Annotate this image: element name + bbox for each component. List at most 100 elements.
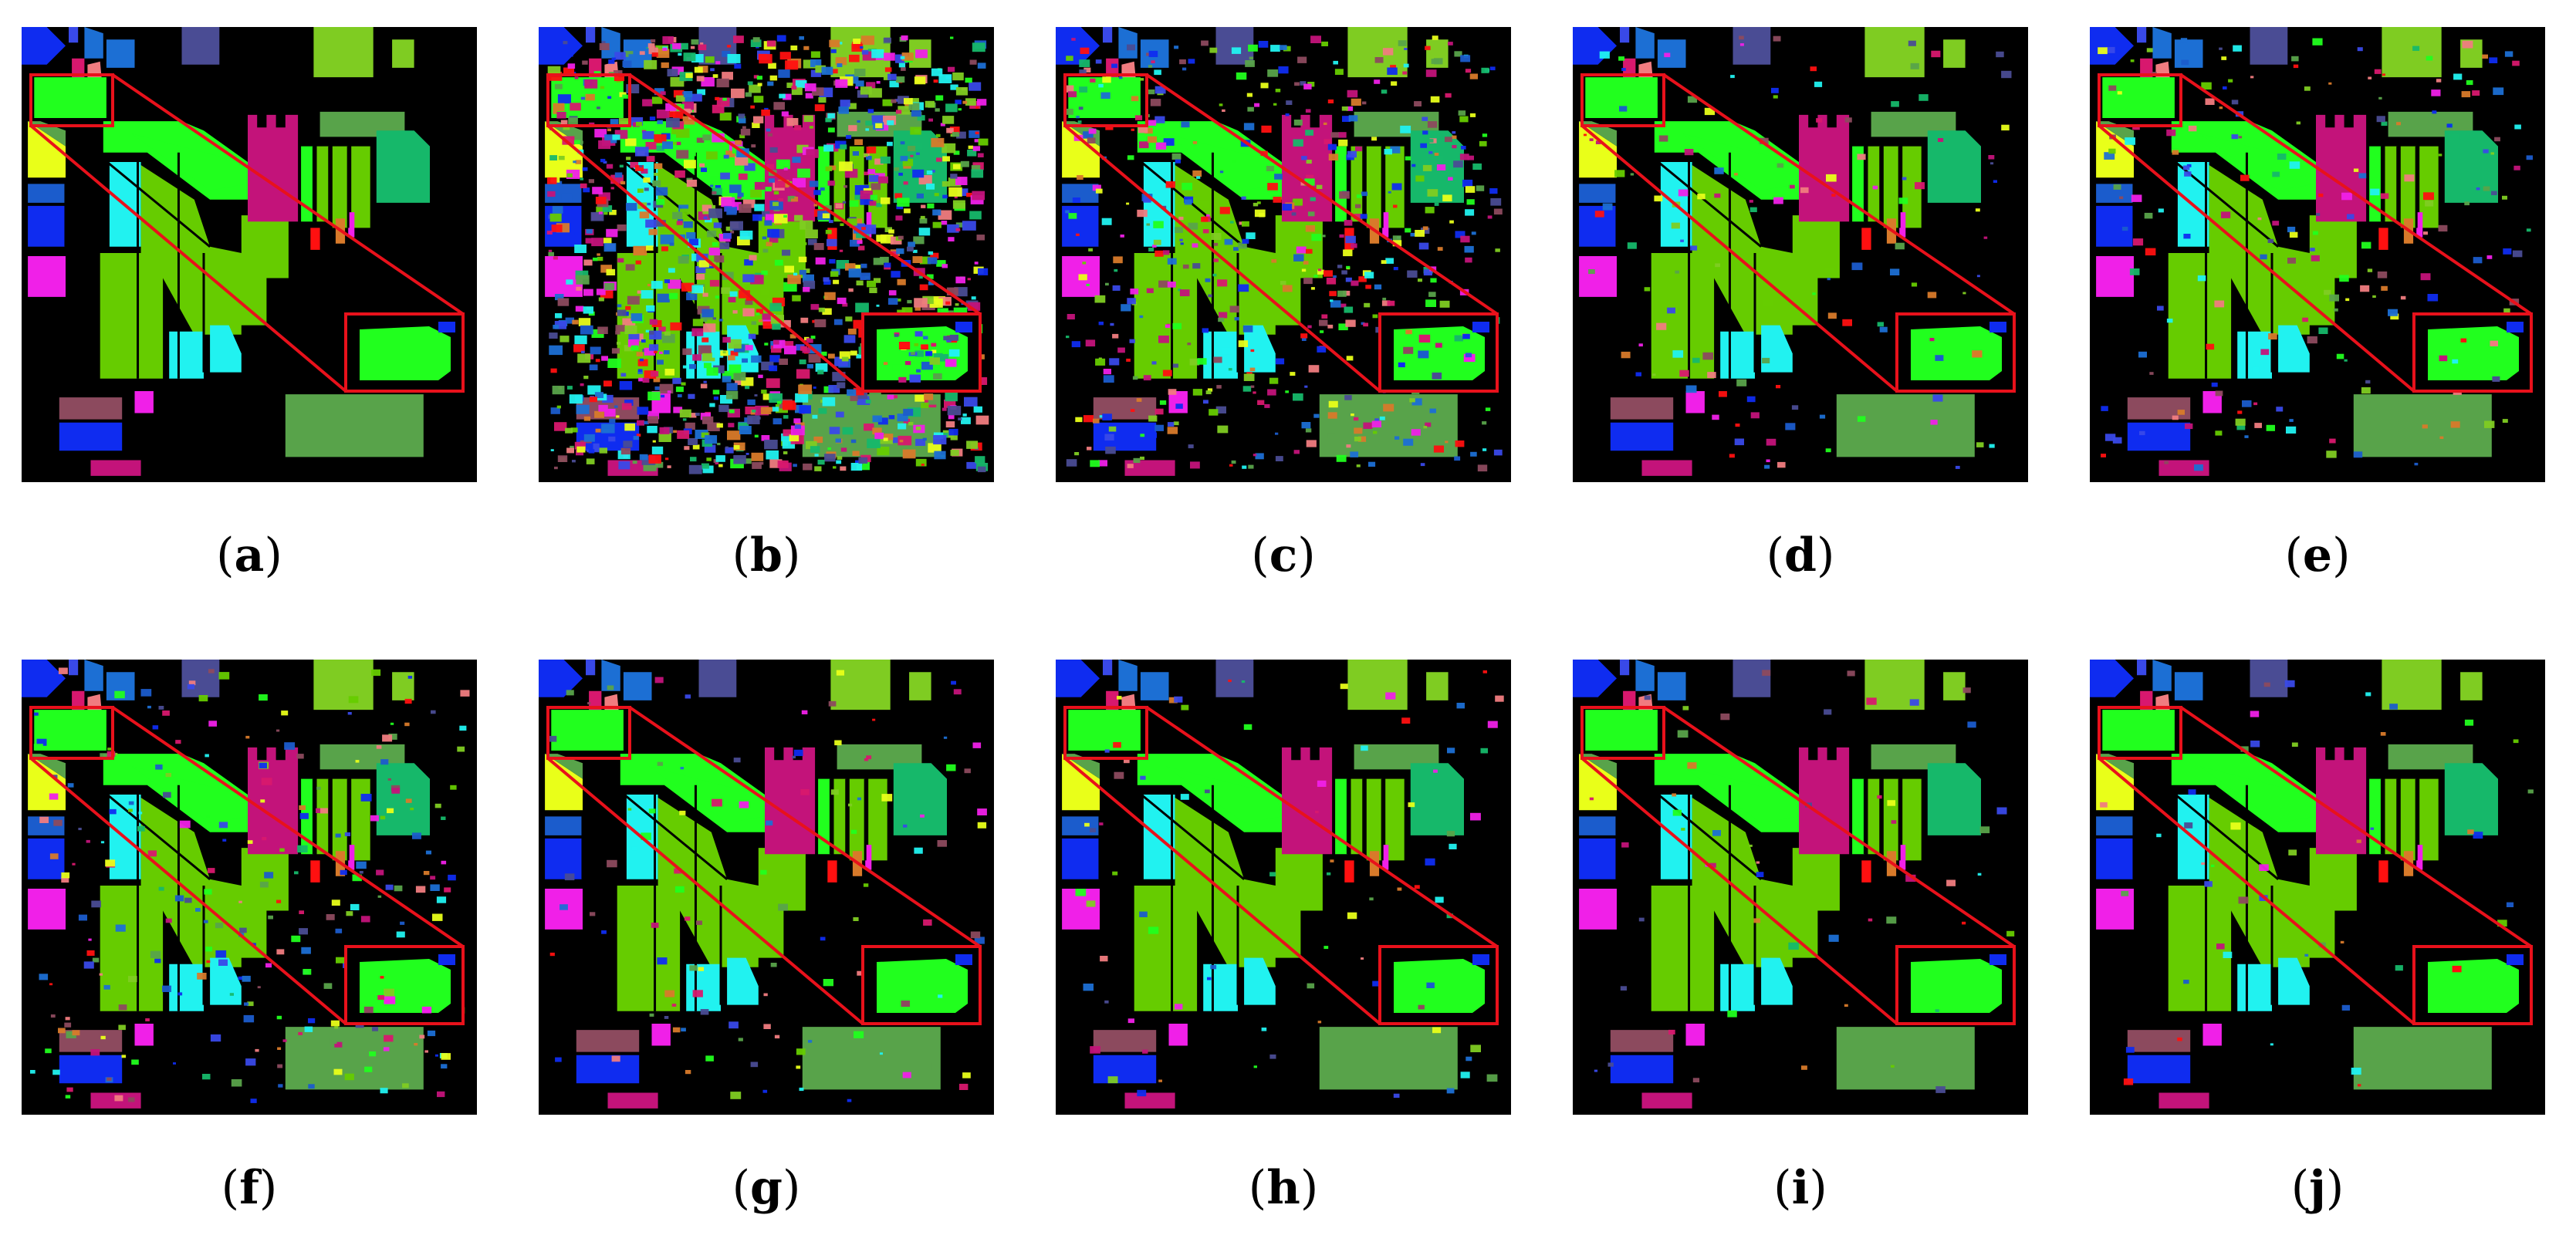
noise-pixel	[918, 275, 923, 279]
noise-pixel	[2503, 308, 2510, 313]
land-cover-region	[1140, 672, 1169, 700]
noise-pixel	[1357, 194, 1362, 198]
noise-pixel	[904, 208, 911, 214]
noise-pixel	[1307, 983, 1315, 989]
noise-pixel	[857, 120, 860, 123]
noise-pixel	[793, 464, 797, 467]
noise-pixel	[239, 927, 247, 933]
noise-pixel	[208, 721, 217, 727]
noise-pixel	[621, 403, 632, 410]
noise-pixel	[100, 753, 109, 760]
land-cover-region	[1868, 778, 1881, 855]
land-cover-region	[1335, 778, 1348, 855]
noise-pixel	[296, 754, 304, 759]
noise-pixel	[967, 150, 977, 157]
noise-pixel	[1094, 295, 1106, 303]
noise-pixel	[1180, 794, 1189, 800]
noise-pixel	[2287, 258, 2296, 264]
noise-pixel	[1336, 454, 1347, 462]
noise-pixel	[1231, 460, 1236, 464]
zoom-noise-pixel	[943, 336, 950, 341]
noise-pixel	[798, 256, 807, 262]
noise-pixel	[1705, 864, 1709, 867]
noise-pixel	[680, 767, 684, 770]
noise-pixel	[725, 150, 735, 157]
noise-pixel	[2215, 390, 2223, 397]
noise-pixel	[1420, 143, 1427, 148]
zoom-connector-line	[1145, 73, 1499, 316]
land-cover-region	[69, 27, 79, 43]
noise-pixel	[672, 211, 683, 220]
noise-pixel	[948, 414, 955, 420]
noise-pixel	[597, 253, 600, 256]
noise-pixel	[612, 134, 620, 140]
noise-pixel	[1975, 208, 1980, 212]
land-cover-region	[1927, 130, 1981, 203]
noise-pixel	[747, 399, 756, 406]
noise-pixel	[910, 127, 921, 135]
noise-pixel	[928, 398, 937, 405]
noise-pixel	[752, 37, 760, 42]
noise-pixel	[833, 279, 840, 285]
noise-pixel	[1427, 121, 1438, 128]
noise-pixel	[583, 259, 593, 266]
noise-pixel	[861, 227, 866, 231]
noise-pixel	[1403, 438, 1414, 446]
noise-pixel	[726, 390, 739, 400]
noise-pixel	[806, 149, 819, 158]
land-cover-region	[28, 121, 66, 147]
noise-pixel	[867, 438, 881, 448]
noise-pixel	[753, 96, 764, 103]
noise-pixel	[699, 163, 705, 167]
noise-pixel	[654, 173, 658, 176]
noise-pixel	[2296, 121, 2300, 125]
noise-pixel	[1635, 372, 1641, 376]
noise-pixel	[1269, 377, 1279, 384]
noise-pixel	[1432, 35, 1438, 40]
noise-pixel	[1493, 208, 1503, 215]
noise-pixel	[2380, 732, 2386, 736]
noise-pixel	[664, 279, 670, 284]
noise-pixel	[641, 290, 654, 299]
noise-pixel	[1364, 302, 1371, 308]
noise-pixel	[685, 73, 693, 79]
noise-pixel	[1168, 389, 1177, 395]
land-cover-region	[1799, 114, 1850, 222]
caption-letter: j	[2309, 1161, 2326, 1215]
noise-pixel	[1712, 414, 1719, 420]
noise-pixel	[910, 154, 914, 157]
noise-pixel	[766, 164, 774, 170]
noise-pixel	[977, 153, 984, 157]
noise-pixel	[639, 211, 650, 219]
noise-pixel	[656, 110, 670, 119]
noise-pixel	[2453, 73, 2463, 80]
zoom-noise-pixel	[1435, 343, 1442, 348]
noise-pixel	[752, 214, 762, 221]
noise-pixel	[1422, 116, 1428, 121]
noise-pixel	[660, 91, 666, 96]
noise-pixel	[1810, 66, 1817, 72]
noise-pixel	[1866, 697, 1877, 705]
noise-pixel	[547, 191, 556, 197]
noise-pixel	[1222, 109, 1225, 112]
noise-pixel	[907, 299, 912, 304]
noise-pixel	[158, 886, 164, 891]
noise-pixel	[808, 1040, 813, 1043]
noise-pixel	[657, 359, 664, 365]
noise-pixel	[165, 773, 171, 778]
noise-pixel	[1827, 312, 1837, 319]
land-cover-region	[310, 860, 320, 883]
noise-pixel	[2166, 319, 2173, 323]
noise-pixel	[1243, 373, 1255, 381]
noise-pixel	[604, 282, 615, 290]
noise-pixel	[1489, 66, 1496, 71]
noise-pixel	[902, 1072, 911, 1078]
field-boundary	[1653, 157, 1763, 248]
zoom-noise-pixel	[2439, 355, 2448, 362]
noise-pixel	[589, 397, 597, 403]
noise-pixel	[775, 404, 788, 413]
land-cover-region	[72, 690, 85, 717]
noise-pixel	[764, 440, 778, 450]
noise-pixel	[405, 798, 412, 803]
noise-pixel	[837, 63, 843, 67]
